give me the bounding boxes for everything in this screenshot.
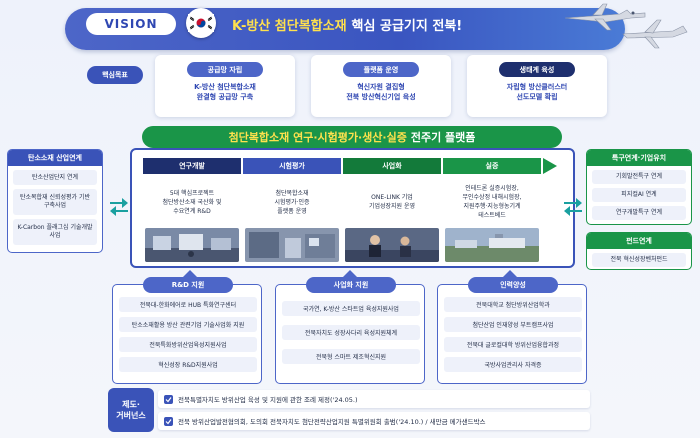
goal-desc-line1: 혁신자원 결집형 [357,83,405,91]
stage-line: 무인수상정 내해시험장, [462,194,522,201]
stage-photo-meeting-icon [345,228,439,262]
governance-label-line1: 제도· [122,400,140,409]
goal-title: 플랫폼 운영 [343,62,419,77]
support-title: 사업화 지원 [306,277,396,293]
stage-name: 실증 [443,158,541,174]
stage-name: 연구개발 [143,158,241,174]
stage-demonstration: 실증 인테드론 실증시험장, 무인수상정 내해시험장, 지원주행·지능형농기계 … [443,158,541,262]
headline-highlight: K-방산 첨단복합소재 [232,18,347,34]
goal-title: 생태계 육성 [499,62,575,77]
check-icon [164,394,173,404]
stage-desc: 인테드론 실증시험장, 무인수상정 내해시험장, 지원주행·지능형농기계 테스트… [445,180,539,224]
stage-name: 시험평가 [243,158,341,174]
goal-title: 공급망 자립 [187,62,263,77]
support-item: 국가연, K-방산 스타트업 육성지원사업 [282,301,420,316]
support-item: 전북자치도 성장사다리 육성지원체계 [282,325,420,340]
stage-rnd: 연구개발 5대 핵심프로젝트 첨단방산소재 국산화 및 수요연계 R&D [143,158,241,262]
governance-label-line2: 거버넌스 [116,411,146,420]
aircraft-illustration-icon [564,3,688,49]
flow-arrow-icon [543,158,557,174]
goal-desc-line1: K-방산 첨단복합소재 [194,83,256,91]
stage-line: 수요연계 R&D [173,207,211,215]
support-title: 인력양성 [468,277,558,293]
goal-desc-line2: 전북 방산혁신기업 육성 [346,93,416,101]
vision-label: VISION [86,13,176,35]
panel-item: 기회발전특구 연계 [592,170,686,184]
governance-text: 전북 방위산업발전협의회, 도의회 전북자치도 첨단전략산업지원 특별위원회 출… [178,418,486,426]
stage-testing: 시험평가 첨단복합소재 시험평가·인증 플랫폼 운영 [243,158,341,262]
rnd-support-box: R&D 지원 전북대-한화에어로 HUB 특화연구센터 탄소소재활용 방산 관련… [112,277,262,384]
stage-line: 기업성장지원 운영 [368,203,416,210]
commercialization-support-box: 사업화 지원 국가연, K-방산 스타트업 육성지원사업 전북자치도 성장사다리… [275,277,425,384]
bidirectional-arrow-icon [564,198,582,216]
stage-line: 테스트베드 [478,212,506,219]
fund-panel: 펀드연계 전북 혁신성장벤처펀드 [586,232,692,270]
governance-item: 전북 방위산업발전협의회, 도의회 전북자치도 첨단전략산업지원 특별위원회 출… [158,412,590,430]
stage-line: 5대 핵심프로젝트 [169,189,215,197]
support-item: 탄소소재활용 방산 관련기업 기술사업화 지원 [119,317,257,332]
panel-item: 탄소복합재 신뢰성평가 기반 구축사업 [13,189,97,215]
governance-text: 전북특별자치도 방위산업 육성 및 지원에 관한 조례 제정('24.05.) [178,396,358,404]
stage-desc: ONE-LINK 기업 기업성장지원 운영 [345,180,439,224]
bidirectional-arrow-icon [110,198,128,216]
goal-desc-line2: 완결형 공급망 구축 [196,93,254,101]
support-item: 전북대 글로컬대학 방위산업융합과정 [444,337,582,352]
stage-photo-testing-icon [245,228,339,262]
panel-title: 탄소소재 산업연계 [8,150,102,166]
support-item: 국방사업관리사 자격증 [444,357,582,372]
stage-photo-lab-icon [145,228,239,262]
headline-rest: 핵심 공급기지 전북! [351,18,463,34]
stage-line: 지원주행·지능형농기계 [463,203,521,210]
support-item: 전북형 스마트 제조혁신지원 [282,349,420,364]
vision-headline: K-방산 첨단복합소재 핵심 공급기지 전북! [232,13,462,35]
panel-item: 피지컬AI 연계 [592,188,686,202]
stage-commercialization: 사업화 ONE-LINK 기업 기업성장지원 운영 [343,158,441,262]
stage-line: 시험평가·인증 [274,198,310,206]
stage-desc: 5대 핵심프로젝트 첨단방산소재 국산화 및 수요연계 R&D [145,180,239,224]
support-item: 첨단산업 인재양성 부트캠프사업 [444,317,582,332]
carbon-industry-panel: 탄소소재 산업연계 탄소산업단지 연계 탄소복합재 신뢰성평가 기반 구축사업 … [7,149,103,253]
check-icon [164,416,173,426]
stage-desc: 첨단복합소재 시험평가·인증 플랫폼 운영 [245,180,339,224]
stage-line: 플랫폼 운영 [277,207,307,215]
support-item: 전북대-한화에어로 HUB 특화연구센터 [119,297,257,312]
goal-desc-line1: 자립형 방산클러스터 [506,83,568,91]
goal-card-supply-chain: 공급망 자립 K-방산 첨단복합소재 완결형 공급망 구축 [155,55,295,117]
goal-desc-line2: 선도모델 확립 [516,93,558,101]
panel-item: 연구개발특구 연계 [592,206,686,220]
stage-line: 인테드론 실증시험장, [465,185,519,192]
goal-card-ecosystem: 생태계 육성 자립형 방산클러스터 선도모델 확립 [467,55,607,117]
talent-support-box: 인력양성 전북대학교 첨단방위산업학과 첨단산업 인재양성 부트캠프사업 전북대… [437,277,587,384]
governance-item: 전북특별자치도 방위산업 육성 및 지원에 관한 조례 제정('24.05.) [158,390,590,408]
stage-photo-testbed-icon [445,228,539,262]
support-item: 혁신성장 R&D지원사업 [119,357,257,372]
stage-line: ONE-LINK 기업 [371,194,413,201]
goal-card-platform: 플랫폼 운영 혁신자원 결집형 전북 방산혁신기업 육성 [311,55,451,117]
platform-title-highlight: 첨단복합소재 연구·시험평가·생산·실증 [228,131,407,144]
platform-title-rest: 전주기 플랫폼 [410,131,476,144]
panel-item: 탄소산업단지 연계 [13,170,97,185]
support-item: 전북대학교 첨단방위산업학과 [444,297,582,312]
panel-item: K-Carbon 플래그십 기술개발사업 [13,219,97,245]
special-zone-panel: 특구연계·기업유치 기회발전특구 연계 피지컬AI 연계 연구개발특구 연계 [586,149,692,225]
korea-flag-icon [186,8,216,38]
support-title: R&D 지원 [143,277,233,293]
panel-title: 펀드연계 [587,233,691,249]
stage-line: 첨단방산소재 국산화 및 [162,198,222,206]
panel-item: 전북 혁신성장벤처펀드 [592,253,686,267]
core-goal-label: 핵심목표 [87,66,143,84]
stage-name: 사업화 [343,158,441,174]
panel-title: 특구연계·기업유치 [587,150,691,166]
stage-line: 첨단복합소재 [275,189,309,197]
governance-label: 제도· 거버넌스 [108,388,154,432]
platform-title: 첨단복합소재 연구·시험평가·생산·실증 전주기 플랫폼 [142,126,562,148]
support-item: 전북특화방위산업육성지원사업 [119,337,257,352]
